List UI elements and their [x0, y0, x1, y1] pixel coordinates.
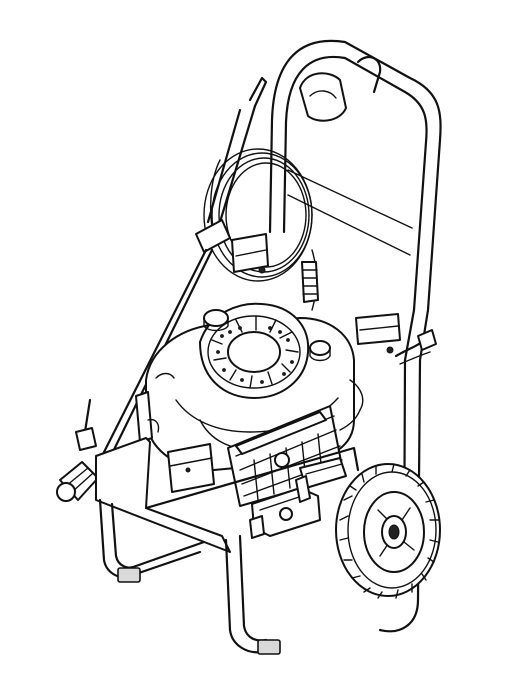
engine-grille-pattern [216, 326, 294, 384]
base-frame [95, 437, 360, 655]
tire-tread [339, 463, 439, 599]
spray-wand [94, 76, 268, 472]
water-inlet-fitting [394, 329, 437, 365]
air-filter [167, 443, 215, 493]
pull-starter [135, 391, 160, 443]
spray-nozzle [56, 461, 99, 502]
wheel [335, 463, 441, 599]
pump [249, 457, 347, 539]
hose-hook [299, 72, 347, 122]
frame-bracket-right [355, 313, 401, 354]
high-pressure-hose [339, 379, 364, 431]
frame-bracket-left [231, 233, 269, 274]
hose-coupler [301, 261, 319, 303]
quick-connect-tip [75, 398, 97, 451]
